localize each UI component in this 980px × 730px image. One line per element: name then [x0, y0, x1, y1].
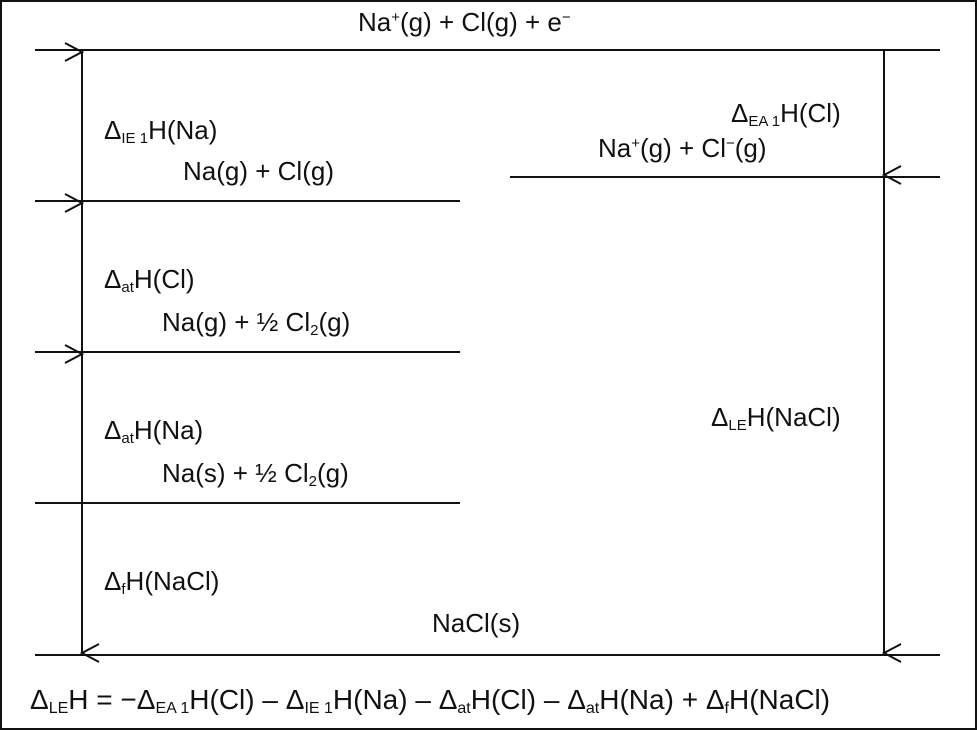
- level-label-elements: Na(s) + ½ Cl2(g): [162, 458, 349, 490]
- step-label-lattice: ΔLEH(NaCl): [711, 402, 841, 434]
- level-label-ions-electron: Na+(g) + Cl(g) + e−: [358, 7, 571, 37]
- level-label-na-gas-cl2: Na(g) + ½ Cl2(g): [162, 307, 351, 339]
- step-label-at-cl: ΔatH(Cl): [104, 264, 195, 296]
- level-label-ions: Na+(g) + Cl−(g): [598, 133, 767, 163]
- lattice-energy-equation: ΔLEH = −ΔEA 1H(Cl) – ΔIE 1H(Na) – ΔatH(C…: [30, 684, 831, 717]
- level-label-gas-atoms: Na(g) + Cl(g): [183, 156, 334, 186]
- step-label-ea: ΔEA 1H(Cl): [731, 98, 841, 130]
- step-label-formation: ΔfH(NaCl): [104, 566, 220, 598]
- step-label-ie: ΔIE 1H(Na): [104, 115, 218, 147]
- level-label-solid: NaCl(s): [432, 608, 521, 638]
- step-label-at-na: ΔatH(Na): [104, 415, 204, 447]
